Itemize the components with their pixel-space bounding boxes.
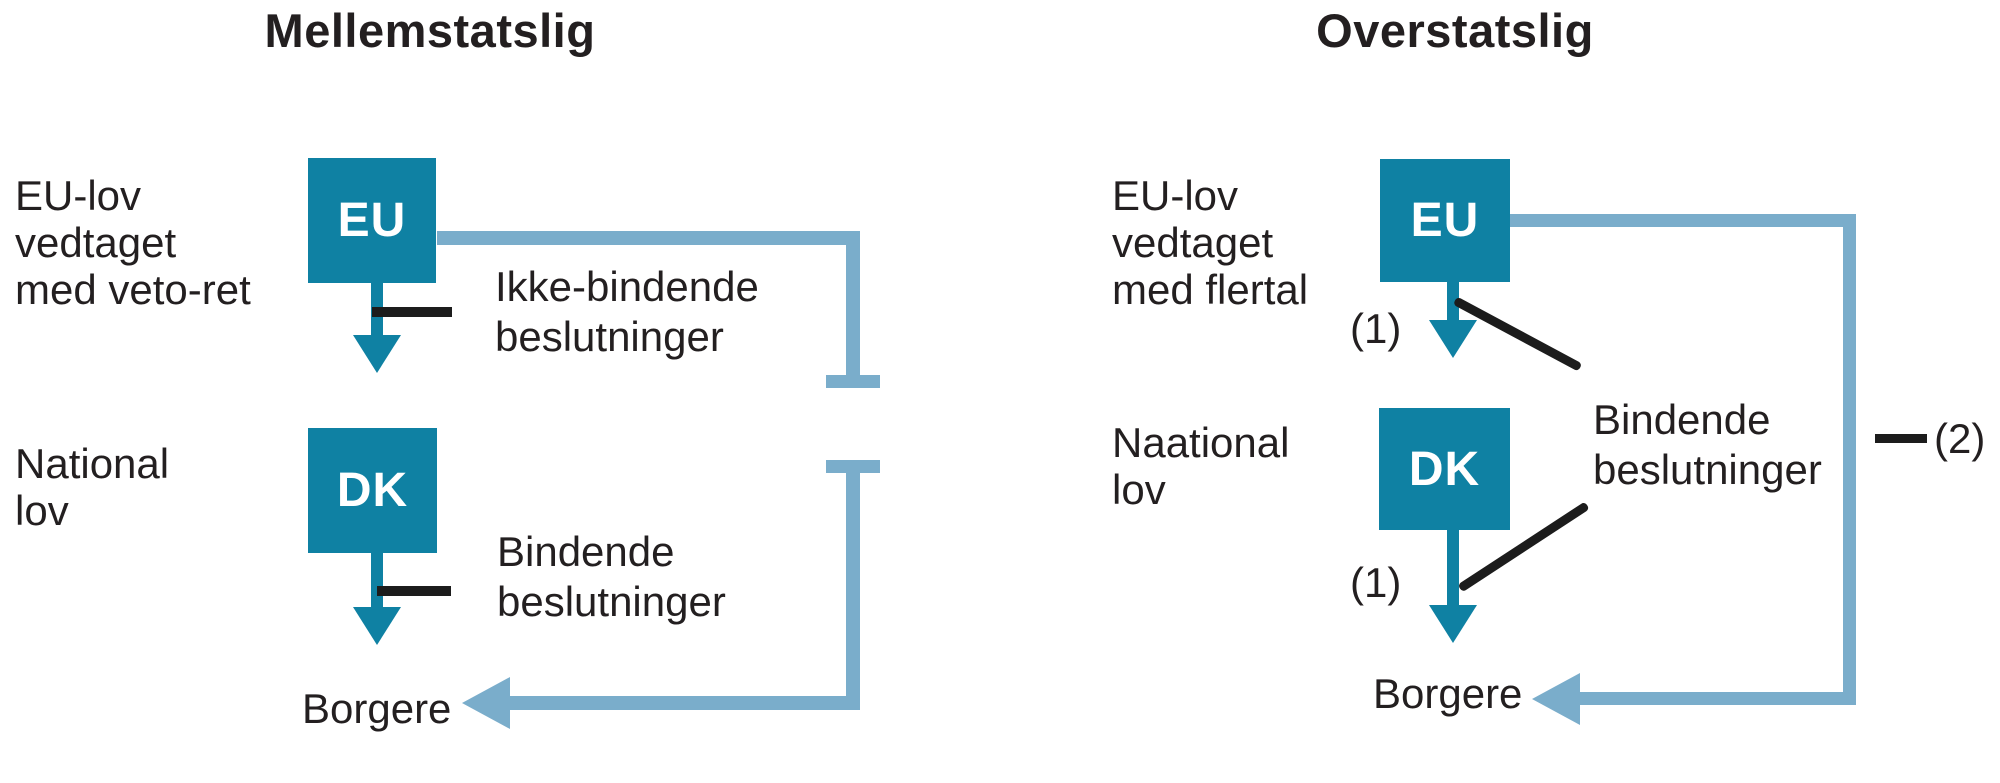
left-loop-vertical-lower [846, 473, 860, 710]
left-dk-arrowhead-icon [353, 607, 401, 645]
right-note-2-dash [1875, 434, 1927, 443]
left-panel-title: Mellemstatslig [264, 4, 596, 57]
right-dk-arrowhead-icon [1429, 605, 1477, 643]
right-dk-arrow-shaft [1447, 530, 1459, 607]
left-dk-arrow-tick [377, 586, 451, 596]
right-eu-law-label-line-3: med flertal [1112, 266, 1309, 313]
left-loop-bottom-line [508, 696, 860, 710]
right-binding-label: Bindende beslutninger [1593, 395, 1822, 495]
right-loop-top-line [1510, 214, 1856, 227]
right-eu-law-label-line-1: EU-lov [1112, 172, 1239, 219]
left-loop-break-cap-lower [826, 460, 880, 473]
right-note-2: (2) [1934, 415, 1986, 462]
left-eu-law-label-line-1: EU-lov [15, 172, 142, 219]
left-eu-arrowhead-icon [353, 335, 401, 373]
left-loop-top-line [437, 231, 860, 245]
left-national-law-label: National lov [15, 440, 169, 534]
left-loop-vertical-upper [846, 231, 860, 375]
right-eu-law-label: EU-lov vedtaget med flertal [1112, 172, 1308, 313]
right-note-1-dk: (1) [1350, 559, 1402, 606]
right-citizens-label: Borgere [1373, 670, 1523, 717]
right-national-law-label: Naational lov [1112, 419, 1289, 513]
left-non-binding-label: Ikke-bindende beslutninger [495, 262, 759, 362]
right-binding-label-line-2: beslutninger [1593, 446, 1822, 493]
left-dk-arrow-shaft [371, 553, 383, 609]
right-dk-box: DK [1379, 408, 1510, 530]
left-eu-box: EU [308, 158, 436, 283]
right-national-law-label-line-1: Naational [1112, 419, 1290, 466]
left-citizens-label: Borgere [302, 685, 452, 732]
right-binding-label-line-1: Bindende [1593, 396, 1771, 443]
right-eu-arrowhead-icon [1429, 320, 1477, 358]
left-loop-arrowhead-icon [462, 677, 510, 729]
left-binding-label-line-1: Bindende [497, 528, 675, 575]
right-national-law-label-line-2: lov [1112, 466, 1166, 513]
left-binding-label: Bindende beslutninger [497, 527, 726, 627]
left-national-law-label-line-1: National [15, 440, 170, 487]
left-non-binding-label-line-2: beslutninger [495, 313, 724, 360]
left-eu-law-label-line-2: vedtaget [15, 219, 177, 266]
right-eu-box: EU [1380, 159, 1510, 282]
left-loop-break-cap-upper [826, 375, 880, 388]
right-loop-vertical [1843, 214, 1856, 705]
right-loop-bottom-line [1578, 692, 1856, 705]
right-note-1-eu: (1) [1350, 305, 1402, 352]
left-eu-law-label: EU-lov vedtaget med veto-ret [15, 172, 251, 313]
right-loop-arrowhead-icon [1532, 673, 1580, 725]
left-dk-box: DK [308, 428, 437, 553]
left-eu-law-label-line-3: med veto-ret [15, 266, 251, 313]
left-national-law-label-line-2: lov [15, 487, 69, 534]
right-panel-title: Overstatslig [1316, 4, 1594, 57]
left-binding-label-line-2: beslutninger [497, 578, 726, 625]
right-eu-law-label-line-2: vedtaget [1112, 219, 1274, 266]
left-non-binding-label-line-1: Ikke-bindende [495, 263, 759, 310]
left-eu-arrow-tick [372, 307, 452, 317]
